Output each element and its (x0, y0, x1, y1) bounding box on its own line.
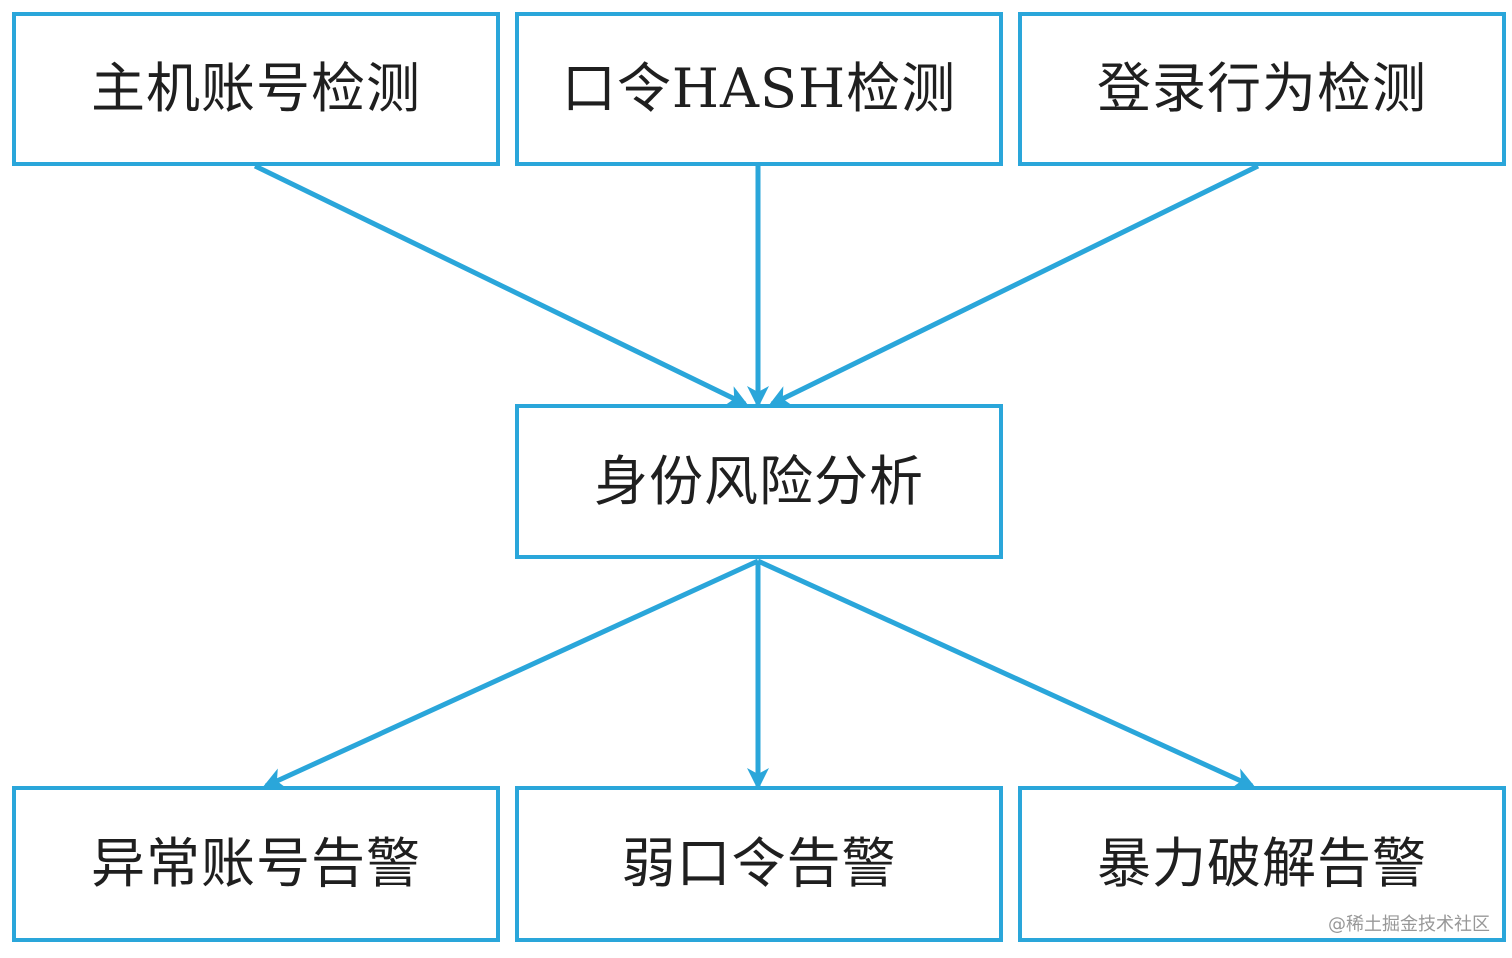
login-behavior-detection-label: 登录行为检测 (1097, 57, 1427, 120)
abnormal-account-alert-box: 异常账号告警 (12, 786, 500, 942)
identity-risk-analysis-box: 身份风险分析 (515, 404, 1003, 559)
host-account-detection-label: 主机账号检测 (91, 57, 421, 120)
weak-password-alert-label: 弱口令告警 (621, 832, 897, 895)
arrow-risk-analysis-to-brute-force-alert (756, 558, 1256, 789)
watermark: @稀土掘金技术社区 (1328, 914, 1490, 935)
arrow-risk-analysis-to-abnormal-account-alert (262, 558, 760, 789)
login-behavior-detection-box: 登录行为检测 (1018, 12, 1506, 166)
brute-force-alert-box: 暴力破解告警 (1018, 786, 1506, 942)
password-hash-detection-label: 口令HASH检测 (561, 57, 957, 120)
host-account-detection-box: 主机账号检测 (12, 12, 500, 166)
arrow-login-behavior-to-risk-analysis (768, 163, 1260, 407)
abnormal-account-alert-label: 异常账号告警 (91, 832, 421, 895)
arrow-host-account-to-risk-analysis (253, 163, 749, 407)
password-hash-detection-box: 口令HASH检测 (515, 12, 1003, 166)
weak-password-alert-box: 弱口令告警 (515, 786, 1003, 942)
identity-risk-analysis-label: 身份风险分析 (594, 449, 924, 513)
brute-force-alert-label: 暴力破解告警 (1097, 832, 1427, 895)
